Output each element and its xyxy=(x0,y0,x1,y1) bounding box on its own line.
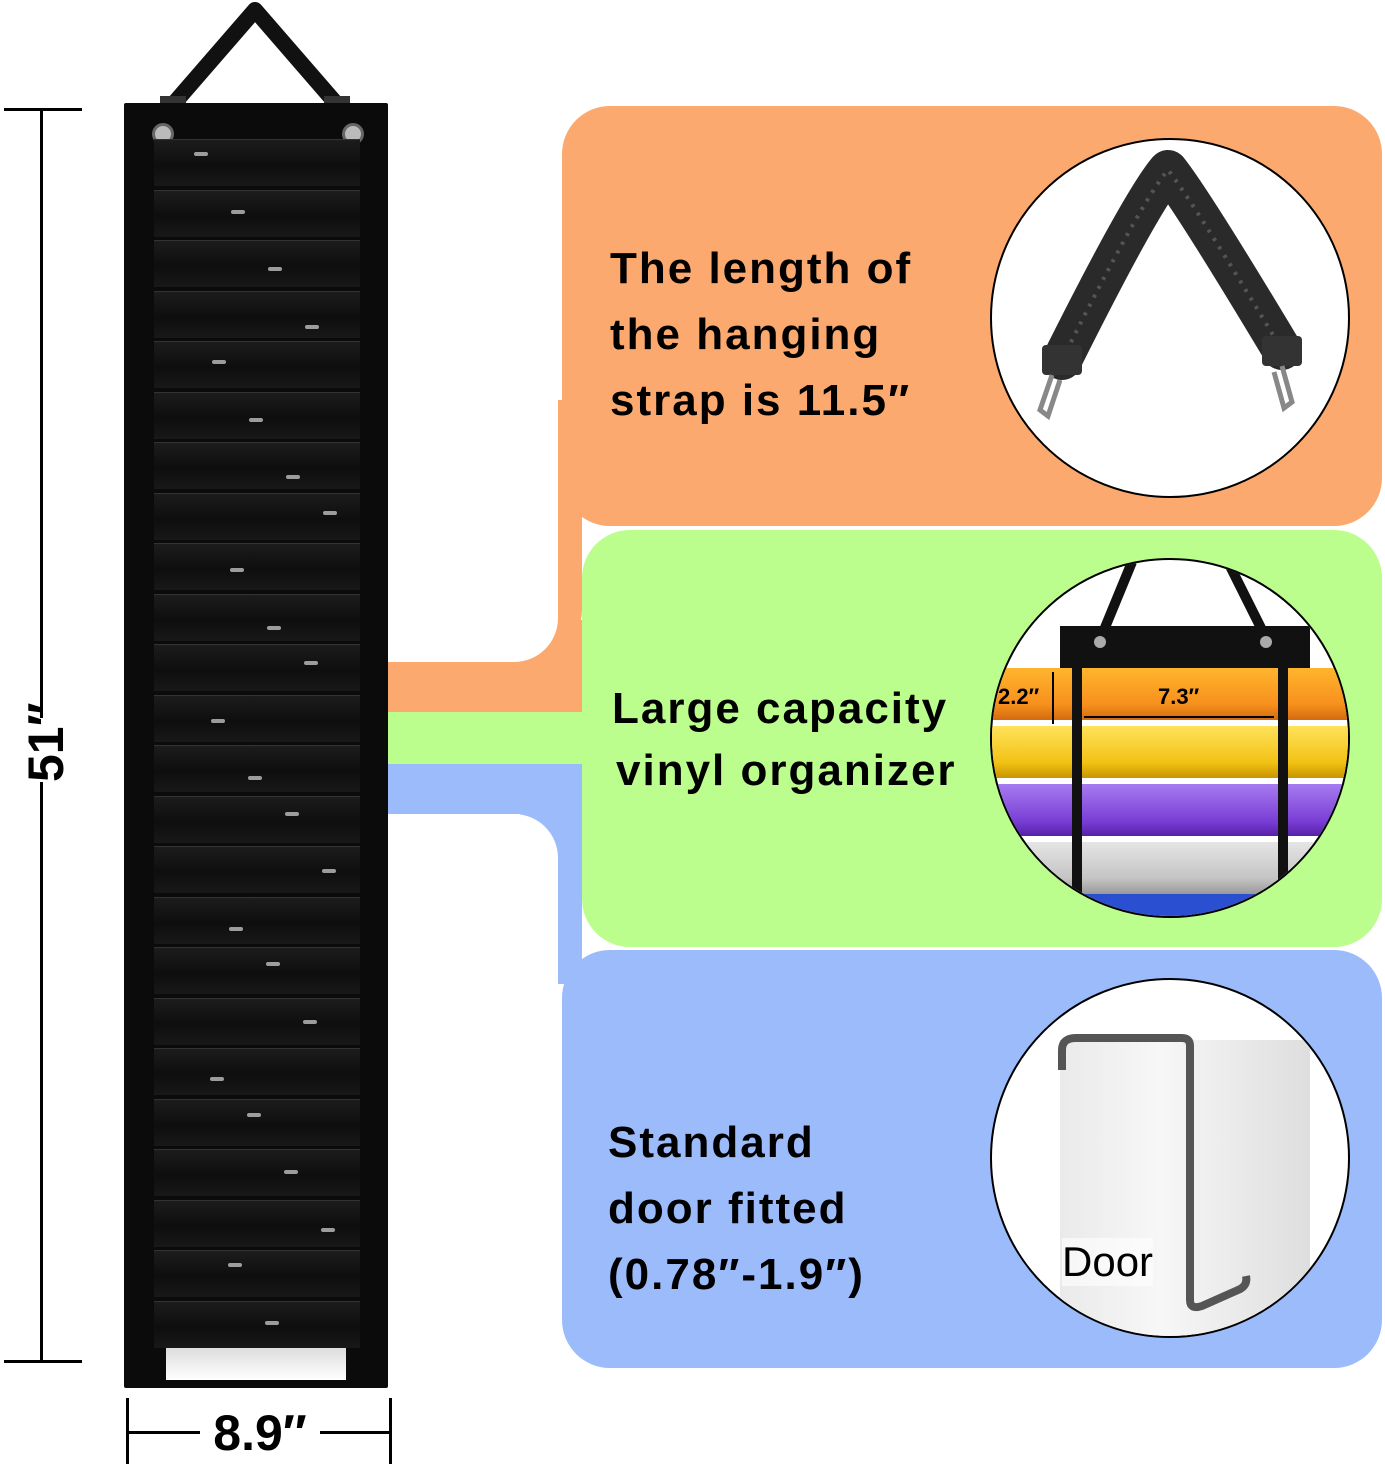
capacity-info-text: Large capacity vinyl organizer xyxy=(612,678,957,802)
organizer-pocket xyxy=(154,846,360,893)
organizer-pocket xyxy=(154,492,360,540)
vinyl-rolls-photo: 2.2″ 7.3″ xyxy=(990,558,1350,918)
pocket-shine xyxy=(248,776,262,780)
organizer-pocket xyxy=(154,1250,360,1297)
organizer-top-fabric xyxy=(1060,626,1310,676)
hanging-strap-icon xyxy=(1037,150,1302,421)
organizer-pocket xyxy=(154,947,360,994)
strap-info-text: The length of the hanging strap is 11.5″ xyxy=(610,236,912,434)
yellow-vinyl-roll xyxy=(992,726,1348,778)
pocket-shine xyxy=(321,1227,335,1232)
pocket-shine xyxy=(211,718,225,723)
capacity-info-line-2: vinyl organizer xyxy=(616,746,957,795)
organizer-pocket xyxy=(154,593,360,641)
silver-vinyl-roll xyxy=(992,842,1348,894)
door-hook-icon xyxy=(1058,1034,1251,1312)
organizer-pocket xyxy=(154,1300,360,1348)
blue-vinyl-roll xyxy=(992,894,1348,916)
pocket-shine xyxy=(229,926,243,931)
organizer-pocket xyxy=(154,189,360,237)
width-dimension-right-cap xyxy=(389,1398,392,1464)
strap-info-line-2: the hanging xyxy=(610,310,882,359)
strap-info-line-1: The length of xyxy=(610,244,913,293)
organizer-strap-icon xyxy=(160,2,350,114)
pocket-shine xyxy=(304,661,318,665)
pocket-shine xyxy=(323,510,337,515)
roll-width-label: 7.3″ xyxy=(1158,684,1200,709)
height-dimension-bottom-cap xyxy=(4,1360,82,1363)
organizer-pocket xyxy=(154,795,360,843)
roll-width-arrow xyxy=(1084,716,1274,718)
pocket-shine xyxy=(322,869,336,873)
orange-vinyl-roll xyxy=(992,668,1348,720)
hanging-strap-photo xyxy=(990,138,1350,498)
pocket-shine xyxy=(266,962,280,966)
vinyl-organizer-photo xyxy=(124,103,388,1388)
organizer-pocket xyxy=(154,644,360,691)
vinyl-strap-icon xyxy=(1094,560,1272,648)
pocket-shine xyxy=(247,1112,261,1117)
blue-connector-notch xyxy=(388,814,558,1014)
pocket-shine xyxy=(210,1077,224,1081)
pocket-shine xyxy=(194,152,208,156)
pocket-shine xyxy=(230,568,244,572)
pocket-shine xyxy=(303,1019,317,1024)
pocket-shine xyxy=(267,625,281,630)
blue-connector-bar xyxy=(388,764,578,814)
pocket-shine xyxy=(228,1263,242,1267)
strap-info-line-3: strap is 11.5″ xyxy=(610,376,912,425)
width-dimension-label: 8.9″ xyxy=(200,1406,320,1460)
door-slab xyxy=(1060,1040,1310,1336)
organizer-pocket xyxy=(154,1048,360,1095)
organizer-pocket xyxy=(154,1098,360,1146)
organizer-pocket xyxy=(154,997,360,1045)
pocket-shine xyxy=(212,360,226,364)
pocket-shine xyxy=(285,811,299,816)
organizer-pocket xyxy=(154,745,360,792)
organizer-pocket xyxy=(154,139,360,186)
green-connector-bar xyxy=(388,712,588,764)
organizer-pocket xyxy=(154,896,360,944)
roll-height-label: 2.2″ xyxy=(998,684,1040,709)
organizer-pocket xyxy=(154,240,360,287)
pocket-shine xyxy=(249,417,263,422)
roll-height-arrow xyxy=(1052,672,1054,724)
door-info-line-2: door fitted xyxy=(608,1184,848,1233)
organizer-pocket xyxy=(154,290,360,338)
door-info-line-3: (0.78″-1.9″) xyxy=(608,1250,865,1299)
pocket-shine xyxy=(305,324,319,329)
purple-vinyl-roll xyxy=(992,784,1348,836)
pocket-shine xyxy=(284,1170,298,1174)
organizer-pocket xyxy=(154,1149,360,1196)
organizer-pocket xyxy=(154,1199,360,1247)
height-dimension-top-cap xyxy=(4,108,82,111)
pocket-shine xyxy=(268,267,282,271)
organizer-pocket xyxy=(154,543,360,590)
pocket-shine xyxy=(231,209,245,214)
door-hook-photo: Door xyxy=(990,978,1350,1338)
door-info-line-1: Standard xyxy=(608,1118,815,1167)
organizer-pocket xyxy=(154,694,360,742)
organizer-bottom-edge xyxy=(144,1348,368,1380)
vinyl-holder-strap-left xyxy=(1072,668,1082,898)
pocket-shine xyxy=(265,1320,279,1325)
height-dimension-label: 51″ xyxy=(0,702,96,782)
orange-connector-notch xyxy=(388,400,558,662)
organizer-pocket xyxy=(154,391,360,439)
vinyl-holder-strap-right xyxy=(1278,668,1288,898)
capacity-info-line-1: Large capacity xyxy=(612,684,949,733)
organizer-pocket xyxy=(154,442,360,489)
pocket-shine xyxy=(286,475,300,479)
organizer-pocket xyxy=(154,341,360,388)
door-info-text: Standard door fitted (0.78″-1.9″) xyxy=(608,1110,865,1308)
door-label: Door xyxy=(1062,1238,1154,1286)
